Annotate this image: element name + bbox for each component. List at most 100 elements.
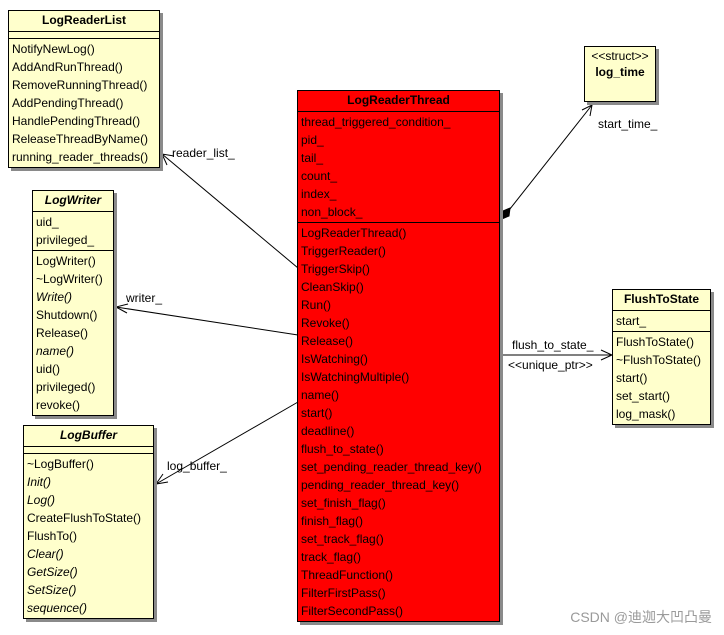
association-label-flush-to-state: flush_to_state_ [512, 338, 594, 352]
operation: uid() [36, 362, 61, 376]
attribute: start_ [616, 314, 647, 328]
operation: LogReaderThread() [301, 226, 407, 240]
start-time-arrowhead [581, 104, 593, 117]
operation: NotifyNewLog() [12, 42, 95, 56]
class-log-reader-list[interactable]: LogReaderList NotifyNewLog() AddAndRunTh… [8, 10, 160, 168]
operation: HandlePendingThread() [12, 114, 141, 128]
writer-line [115, 306, 299, 336]
attribute: tail_ [301, 151, 324, 165]
reader-list-line [161, 153, 299, 269]
attributes-compartment: uid_ privileged_ [33, 212, 113, 251]
operation: set_track_flag() [301, 532, 384, 546]
class-title: log_time [595, 65, 645, 79]
attributes-compartment: start_ [613, 311, 710, 332]
composition-diamond [501, 207, 511, 220]
operation: FilterSecondPass() [301, 604, 404, 618]
class-flush-to-state[interactable]: FlushToState start_ FlushToState() ~Flus… [612, 289, 711, 425]
association-stereotype-unique-ptr: <<unique_ptr>> [508, 358, 593, 372]
attribute: pid_ [301, 133, 324, 147]
operation: set_pending_reader_thread_key() [301, 460, 482, 474]
operation: CleanSkip() [301, 280, 364, 294]
operation: flush_to_state() [301, 442, 384, 456]
operation: ~FlushToState() [616, 353, 702, 367]
operation: GetSize() [27, 565, 78, 579]
log-buffer-arrowhead [154, 473, 169, 485]
association-label-writer: writer_ [126, 291, 163, 305]
class-title: LogWriter [33, 191, 113, 212]
operation: FlushToState() [616, 335, 695, 349]
operation: Revoke() [301, 316, 350, 330]
attributes-compartment [9, 32, 159, 39]
start-time-line [501, 104, 593, 220]
operation: ThreadFunction() [301, 568, 394, 582]
operation: set_finish_flag() [301, 496, 386, 510]
operation: ~LogWriter() [36, 272, 103, 286]
class-title: LogReaderList [9, 11, 159, 32]
attribute: count_ [301, 169, 338, 183]
operation: Init() [27, 475, 51, 489]
operation: finish_flag() [301, 514, 364, 528]
attribute: index_ [301, 187, 337, 201]
operation: FlushTo() [27, 529, 78, 543]
log-buffer-line [155, 401, 299, 485]
association-label-reader-list: reader_list_ [172, 146, 235, 160]
operation: ReleaseThreadByName() [12, 132, 149, 146]
class-log-time[interactable]: <<struct>> log_time [584, 46, 656, 102]
writer-arrowhead [114, 303, 129, 314]
operation: TriggerSkip() [301, 262, 370, 276]
operation: start() [301, 406, 333, 420]
operation: IsWatching() [301, 352, 368, 366]
operations-compartment: NotifyNewLog() AddAndRunThread() RemoveR… [9, 39, 159, 167]
association-label-start-time: start_time_ [598, 117, 658, 131]
attribute: uid_ [36, 215, 59, 229]
operation: track_flag() [301, 550, 362, 564]
operation: RemoveRunningThread() [12, 78, 148, 92]
class-title: LogBuffer [24, 426, 153, 447]
operation: AddPendingThread() [12, 96, 124, 110]
operation: log_mask() [616, 407, 676, 421]
operation: AddAndRunThread() [12, 60, 123, 74]
reader-list-arrowhead [161, 153, 175, 166]
operation: LogWriter() [36, 254, 96, 268]
operation: revoke() [36, 398, 81, 412]
operations-compartment: LogReaderThread() TriggerReader() Trigge… [298, 223, 499, 621]
operation: TriggerReader() [301, 244, 386, 258]
operation: name() [36, 344, 75, 358]
class-log-reader-thread[interactable]: LogReaderThread thread_triggered_conditi… [297, 90, 500, 622]
attribute: non_block_ [301, 205, 363, 219]
class-log-buffer[interactable]: LogBuffer ~LogBuffer() Init() Log() Crea… [23, 425, 154, 619]
operation: privileged() [36, 380, 96, 394]
watermark: CSDN @迪迦大凹凸曼 [570, 609, 712, 625]
operations-compartment: FlushToState() ~FlushToState() start() s… [613, 332, 710, 424]
attribute: privileged_ [36, 233, 95, 247]
association-label-log-buffer: log_buffer_ [167, 459, 227, 473]
operation: FilterFirstPass() [301, 586, 386, 600]
operation: CreateFlushToState() [27, 511, 142, 525]
attributes-compartment [24, 447, 153, 454]
operation: Shutdown() [36, 308, 98, 322]
operation: Release() [301, 334, 354, 348]
operation: pending_reader_thread_key() [301, 478, 460, 492]
operation: sequence() [27, 601, 88, 615]
operation: name() [301, 388, 340, 402]
operation: start() [616, 371, 648, 385]
stereotype-label: <<struct>> [591, 49, 649, 63]
operation: IsWatchingMultiple() [301, 370, 410, 384]
class-title: FlushToState [613, 290, 710, 311]
operation: deadline() [301, 424, 355, 438]
attribute: thread_triggered_condition_ [301, 115, 451, 129]
operations-compartment: ~LogBuffer() Init() Log() CreateFlushToS… [24, 454, 153, 618]
operation: SetSize() [27, 583, 77, 597]
operation: Log() [27, 493, 56, 507]
operation: running_reader_threads() [12, 150, 149, 164]
operation: ~LogBuffer() [27, 457, 94, 471]
operations-compartment: LogWriter() ~LogWriter() Write() Shutdow… [33, 251, 113, 415]
operation: Release() [36, 326, 89, 340]
operation: set_start() [616, 389, 671, 403]
class-title: LogReaderThread [298, 91, 499, 112]
operation: Clear() [27, 547, 64, 561]
class-log-writer[interactable]: LogWriter uid_ privileged_ LogWriter() ~… [32, 190, 114, 416]
attributes-compartment: thread_triggered_condition_ pid_ tail_ c… [298, 112, 499, 223]
operation: Write() [36, 290, 72, 304]
